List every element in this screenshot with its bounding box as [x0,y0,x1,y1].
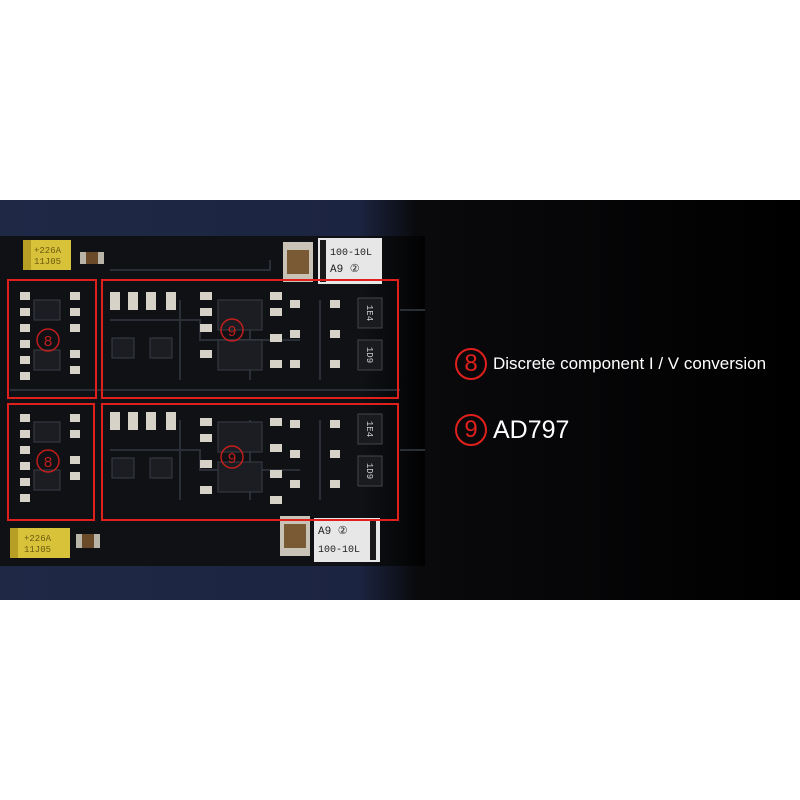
region-8-bottom-box [7,403,95,521]
region-9-bottom-box [101,403,399,521]
board-marker-9-top: 9 [228,323,236,340]
ic-code-1: 1E4 [364,305,374,321]
legend-label-discrete-iv: Discrete component I / V conversion [493,354,767,373]
legend-item-8: 8 Discrete component I / V conversion [455,348,766,380]
pcb-photo: +226A 11J05 +226A 11J05 100-10L A9 ② [0,200,800,600]
board-marker-8-top: 8 [44,333,52,350]
ic-1d9-top: 1D9 [357,339,383,371]
chip-top-line2: A9 ② [330,263,360,276]
ic-code-3: 1E4 [364,421,374,437]
cap-marking-top-line1: +226A [34,246,62,256]
chip-bottom-right: A9 ② 100-10L [280,516,380,562]
legend-label-ad797: AD797 [493,415,570,444]
cap-marking-top-line2: 11J05 [34,257,61,267]
cap-marking-bottom-line1: +226A [24,534,52,544]
region-8-top-box [7,279,97,399]
ic-1d9-bottom: 1D9 [357,455,383,487]
chip-bottom-line2: A9 ② [318,525,348,538]
cap-marking-bottom-line2: 11J05 [24,545,51,555]
ic-1e4-top: 1E4 [357,297,383,329]
ic-code-2: 1D9 [364,347,374,363]
board-marker-8-bottom: 8 [44,454,52,471]
tantalum-capacitor-bottom: +226A 11J05 [10,528,100,558]
chip-top-line1: 100-10L [330,248,372,259]
chip-bottom-line1: 100-10L [318,545,360,556]
legend-marker-8: 8 [455,348,487,380]
legend-item-9: 9 AD797 [455,414,569,446]
pcb-board: +226A 11J05 +226A 11J05 100-10L A9 ② [0,236,425,566]
ic-code-4: 1D9 [364,463,374,479]
chip-top-right: 100-10L A9 ② [283,238,382,284]
board-marker-9-bottom: 9 [228,450,236,467]
legend-marker-9: 9 [455,414,487,446]
tantalum-capacitor-top: +226A 11J05 [23,240,104,270]
region-9-top-box [101,279,399,399]
ic-1e4-bottom: 1E4 [357,413,383,445]
